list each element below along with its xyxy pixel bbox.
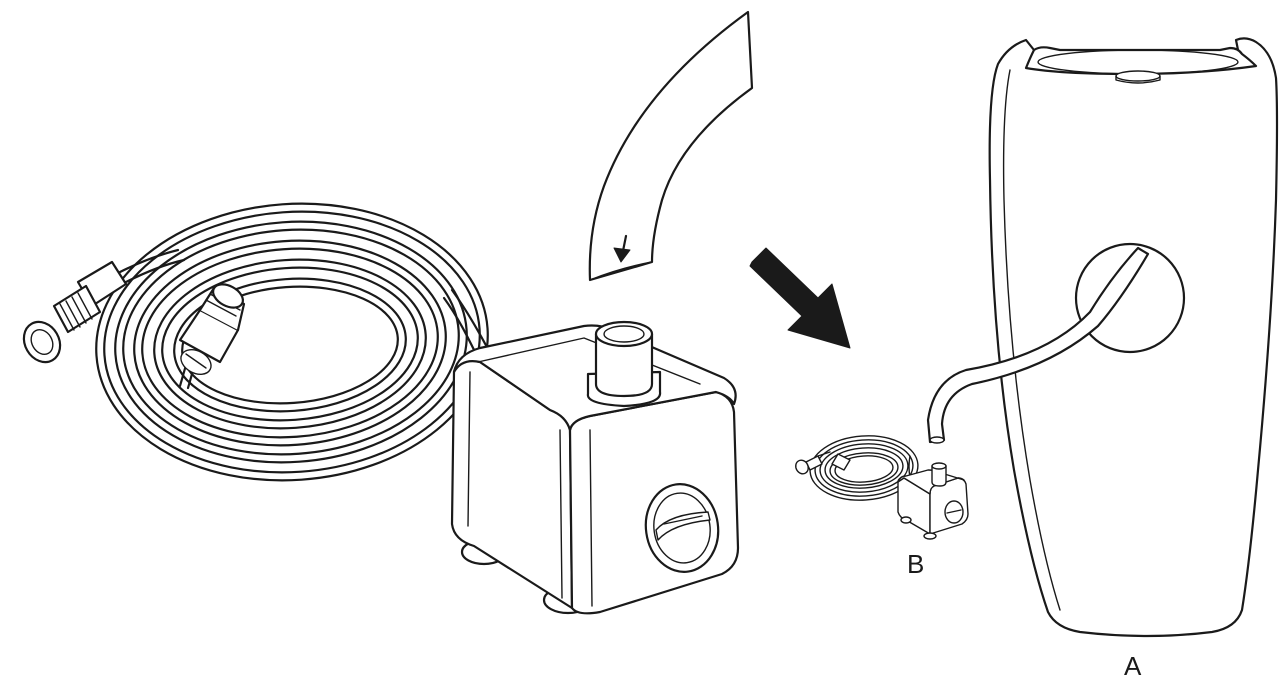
cable-plug-connector: [22, 260, 128, 364]
pump-outlet-nozzle: [586, 320, 662, 408]
pump-flow-adjust-dial: [644, 483, 720, 573]
tubing-hose: [588, 10, 754, 282]
down-arrow-icon: [613, 234, 631, 263]
vase-rear-opening: [1074, 242, 1186, 354]
water-pump-small-assembly: [795, 435, 969, 540]
insert-direction-arrow-icon: [749, 247, 851, 349]
fountain-vase: [926, 37, 1279, 638]
cable-socket-connector: [178, 283, 246, 390]
cable-tail-to-plug: [118, 248, 186, 284]
tubing-hose-segment: [588, 10, 754, 282]
label-b: B: [907, 549, 925, 579]
label-a: A: [1124, 651, 1142, 681]
vase-water-outlet: [1115, 70, 1161, 82]
cable-coil-loops: [95, 202, 489, 482]
water-pump-large: [450, 320, 740, 615]
coiled-power-cable: [22, 202, 496, 482]
